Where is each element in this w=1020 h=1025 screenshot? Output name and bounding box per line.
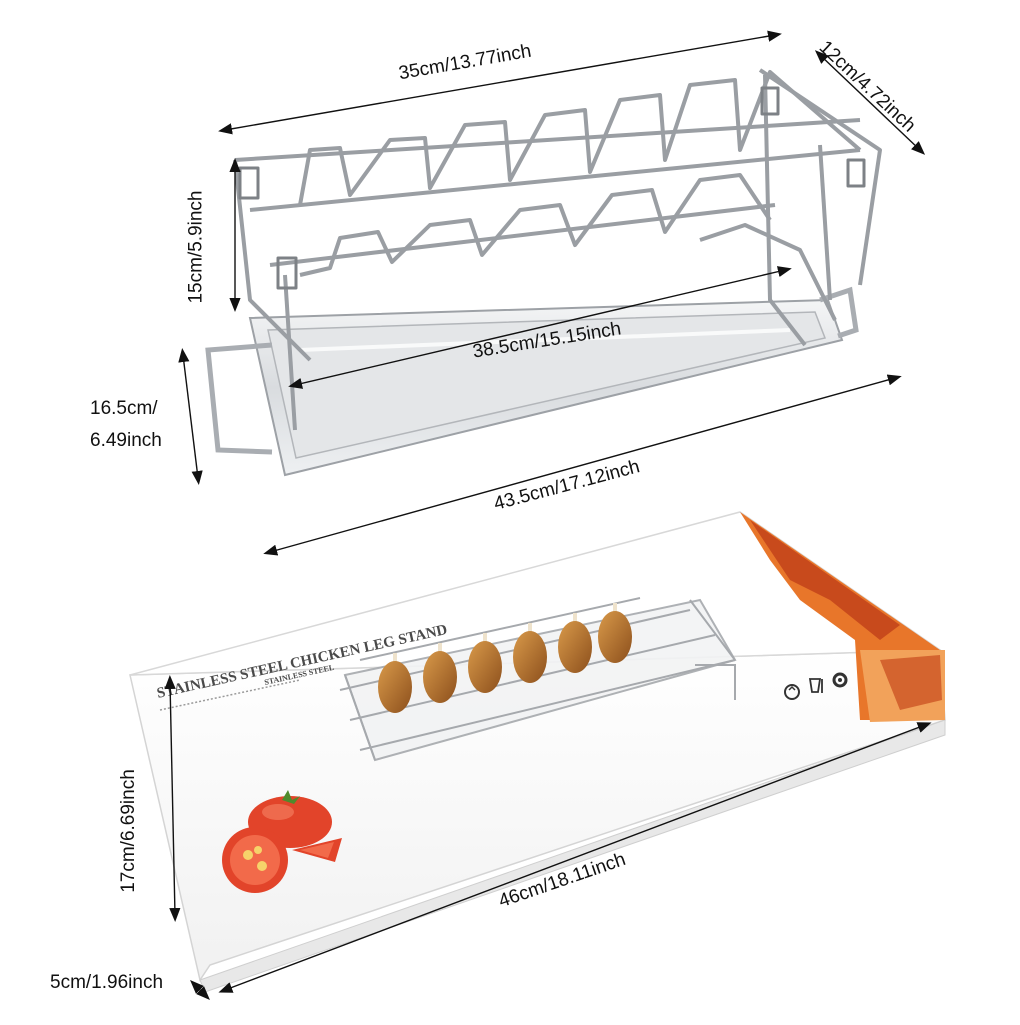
product-box: STAINLESS STEEL CHICKEN LEG STAND STAINL…	[129, 511, 946, 993]
box-depth-label: 5cm/1.96inch	[50, 972, 164, 993]
gear-icon	[832, 672, 848, 688]
recycle-icon	[784, 684, 800, 700]
tray-width-label-line2: 6.49inch	[90, 430, 162, 451]
rack-height-label: 15cm/5.9inch	[185, 190, 207, 304]
dimension-lines	[164, 30, 932, 1000]
box-height-label: 17cm/6.69inch	[117, 769, 139, 893]
glass-fork-icon	[808, 678, 823, 693]
chicken-legs	[378, 603, 632, 713]
tray-width-label-line1: 16.5cm/	[90, 398, 158, 419]
